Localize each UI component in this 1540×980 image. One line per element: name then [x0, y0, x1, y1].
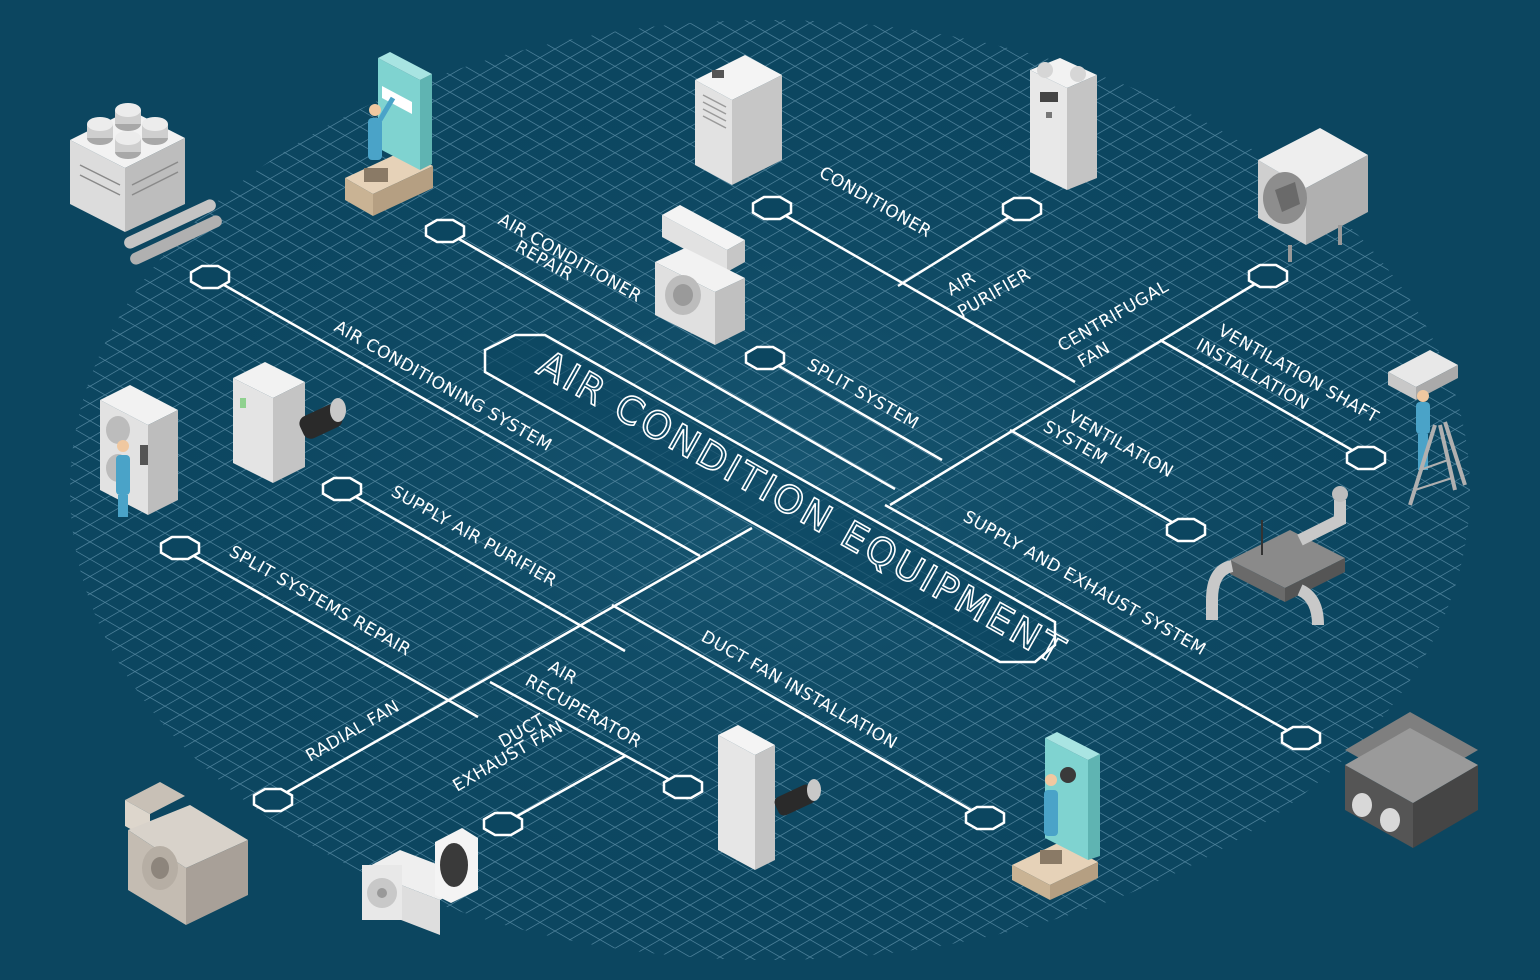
link-vent-shaft [1159, 338, 1367, 460]
node-ac-system [189, 264, 231, 290]
link-split-system [764, 356, 943, 462]
centrifugal-fan-icon [1258, 128, 1368, 262]
radial-fan-icon [125, 782, 248, 925]
recuperator-box-icon [1345, 712, 1478, 848]
split-system-icon [655, 205, 745, 345]
node-supply-exhaust [1280, 725, 1322, 751]
control-cabinet-technician-icon [100, 385, 178, 517]
duct-exhaust-fan-icon [362, 828, 478, 935]
wall-air-conditioner-icon [233, 362, 346, 483]
node-vent-system [1165, 517, 1207, 543]
node-centrifugal-fan [1247, 263, 1289, 289]
node-supply-purifier [321, 476, 363, 502]
node-duct-exhaust [482, 811, 524, 837]
duct-fan-installer-icon [1012, 732, 1100, 900]
title-frame-outline [483, 333, 1057, 664]
node-group [159, 195, 1387, 837]
node-radial-fan [252, 787, 294, 813]
node-conditioner [751, 195, 793, 221]
node-air-purifier [1001, 196, 1043, 222]
link-centrifugal-axis [889, 274, 1269, 507]
link-duct-install [611, 603, 986, 820]
connector-lines [179, 206, 1367, 826]
supply-exhaust-unit-icon [1206, 486, 1348, 626]
node-split-system [744, 345, 786, 371]
link-radial-axis [272, 526, 753, 802]
portable-conditioner-icon [695, 55, 782, 185]
chiller-icon [70, 103, 222, 265]
air-purifier-icon [1030, 58, 1097, 190]
link-ac-repair [444, 229, 896, 491]
node-split-repair [159, 535, 201, 561]
link-duct-exhaust [502, 754, 626, 826]
link-vent-system [1009, 428, 1187, 532]
link-ac-system [209, 275, 701, 558]
link-split-repair [179, 546, 479, 719]
ventilation-shaft-installer-icon [1388, 350, 1467, 506]
link-air-purifier [897, 207, 1023, 288]
link-recuperator [489, 680, 684, 789]
node-recuperator [662, 774, 704, 800]
link-supply-purifier [341, 487, 626, 653]
node-vent-shaft [1345, 445, 1387, 471]
floor-recuperator-icon [718, 725, 821, 870]
link-supply-exhaust [884, 503, 1302, 740]
node-ac-repair [424, 218, 466, 244]
link-conditioner [771, 206, 1076, 384]
node-duct-install [964, 805, 1006, 831]
ac-repair-technician-icon [345, 52, 433, 216]
